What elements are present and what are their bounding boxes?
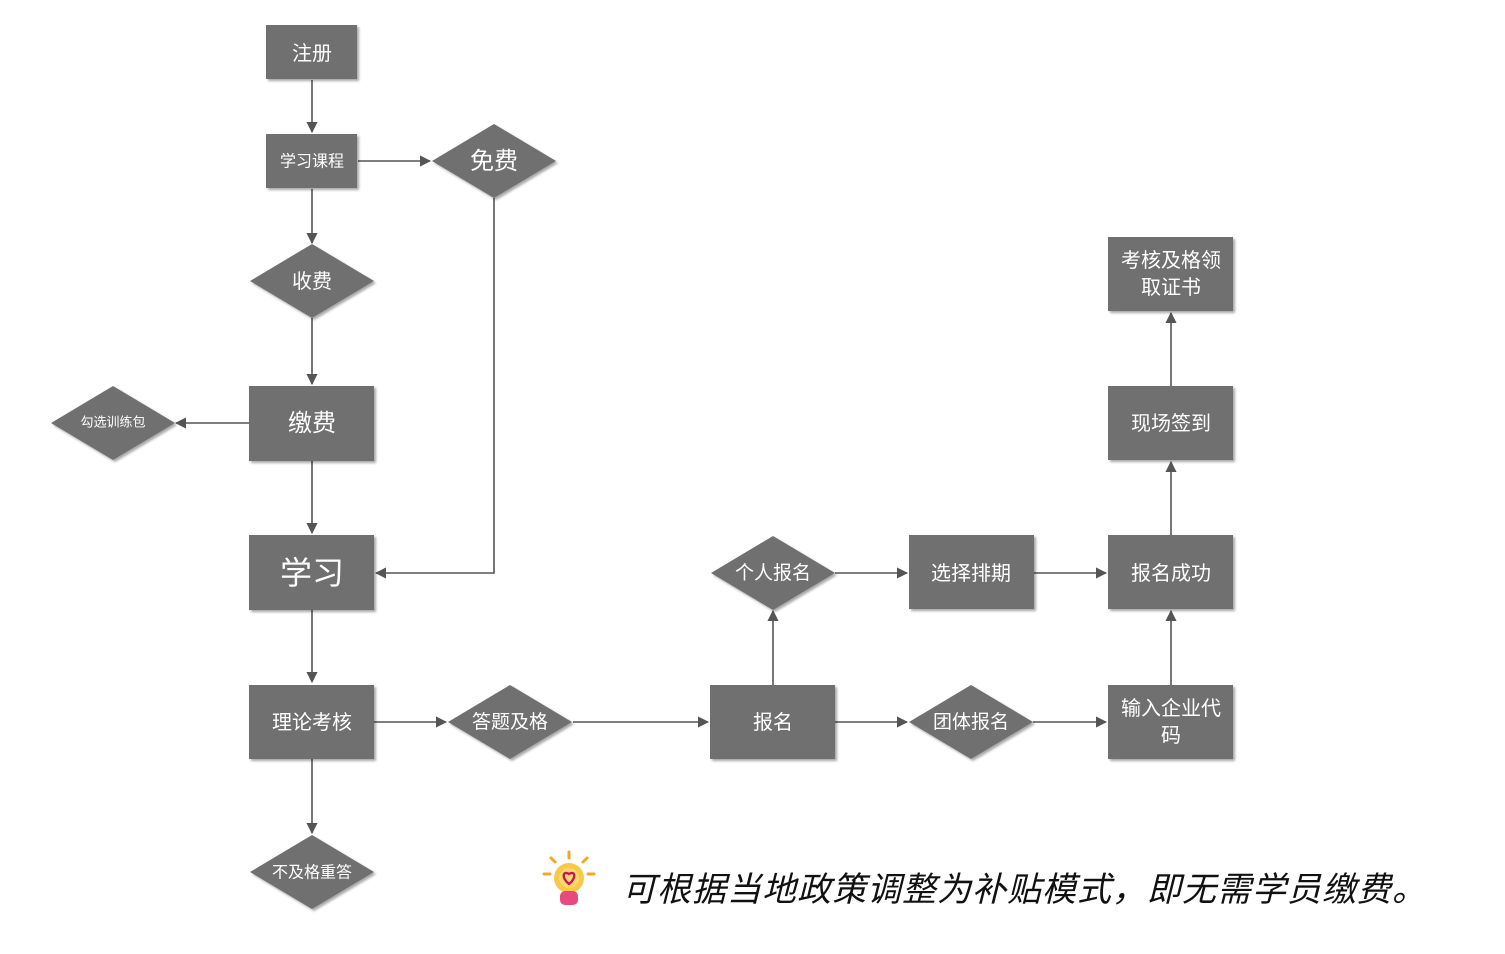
node-onsite-checkin-label: 现场签到	[1131, 411, 1211, 435]
node-enter-company-code	[1108, 685, 1233, 759]
edge-free-study	[374, 198, 495, 579]
node-enter-company-code-line2: 码	[1161, 723, 1181, 747]
node-choose-schedule	[909, 535, 1034, 609]
node-study	[249, 535, 374, 610]
node-individual-signup-label: 个人报名	[735, 562, 811, 584]
node-study-label: 学习	[280, 554, 344, 592]
node-group-signup	[909, 685, 1033, 759]
node-group-signup-label: 团体报名	[933, 711, 1009, 733]
node-free	[432, 124, 556, 198]
node-free-label: 免费	[470, 147, 518, 175]
node-signup	[710, 685, 835, 759]
node-register	[266, 25, 357, 79]
node-theory-exam	[249, 685, 374, 759]
node-enter-company-code-line1: 输入企业代	[1121, 696, 1221, 720]
node-signup-label: 报名	[753, 710, 793, 734]
node-fail-retry	[250, 835, 374, 909]
node-select-package	[51, 386, 175, 460]
node-pass-label: 答题及格	[472, 711, 548, 733]
node-pass	[448, 685, 572, 759]
node-individual-signup	[711, 536, 835, 610]
edges	[174, 80, 1177, 835]
node-certificate-line2: 取证书	[1141, 275, 1201, 299]
node-certificate	[1108, 237, 1233, 311]
node-onsite-checkin	[1108, 386, 1233, 460]
note-text: 可根据当地政策调整为补贴模式，即无需学员缴费。	[622, 870, 1427, 910]
node-charge-label: 收费	[292, 269, 332, 293]
node-register-label: 注册	[292, 41, 332, 65]
node-select-package-label: 勾选训练包	[80, 416, 145, 431]
node-certificate-line1: 考核及格领	[1121, 248, 1221, 272]
node-courses-label: 学习课程	[280, 152, 344, 171]
node-signup-success	[1108, 535, 1233, 609]
node-choose-schedule-label: 选择排期	[931, 561, 1011, 585]
node-theory-exam-label: 理论考核	[272, 710, 352, 734]
node-pay-label: 缴费	[288, 409, 336, 437]
lightbulb-icon	[542, 850, 596, 905]
node-charge	[250, 244, 374, 318]
node-fail-retry-label: 不及格重答	[272, 863, 352, 882]
node-pay	[249, 386, 374, 461]
node-signup-success-label: 报名成功	[1131, 561, 1211, 585]
node-courses	[266, 134, 357, 188]
